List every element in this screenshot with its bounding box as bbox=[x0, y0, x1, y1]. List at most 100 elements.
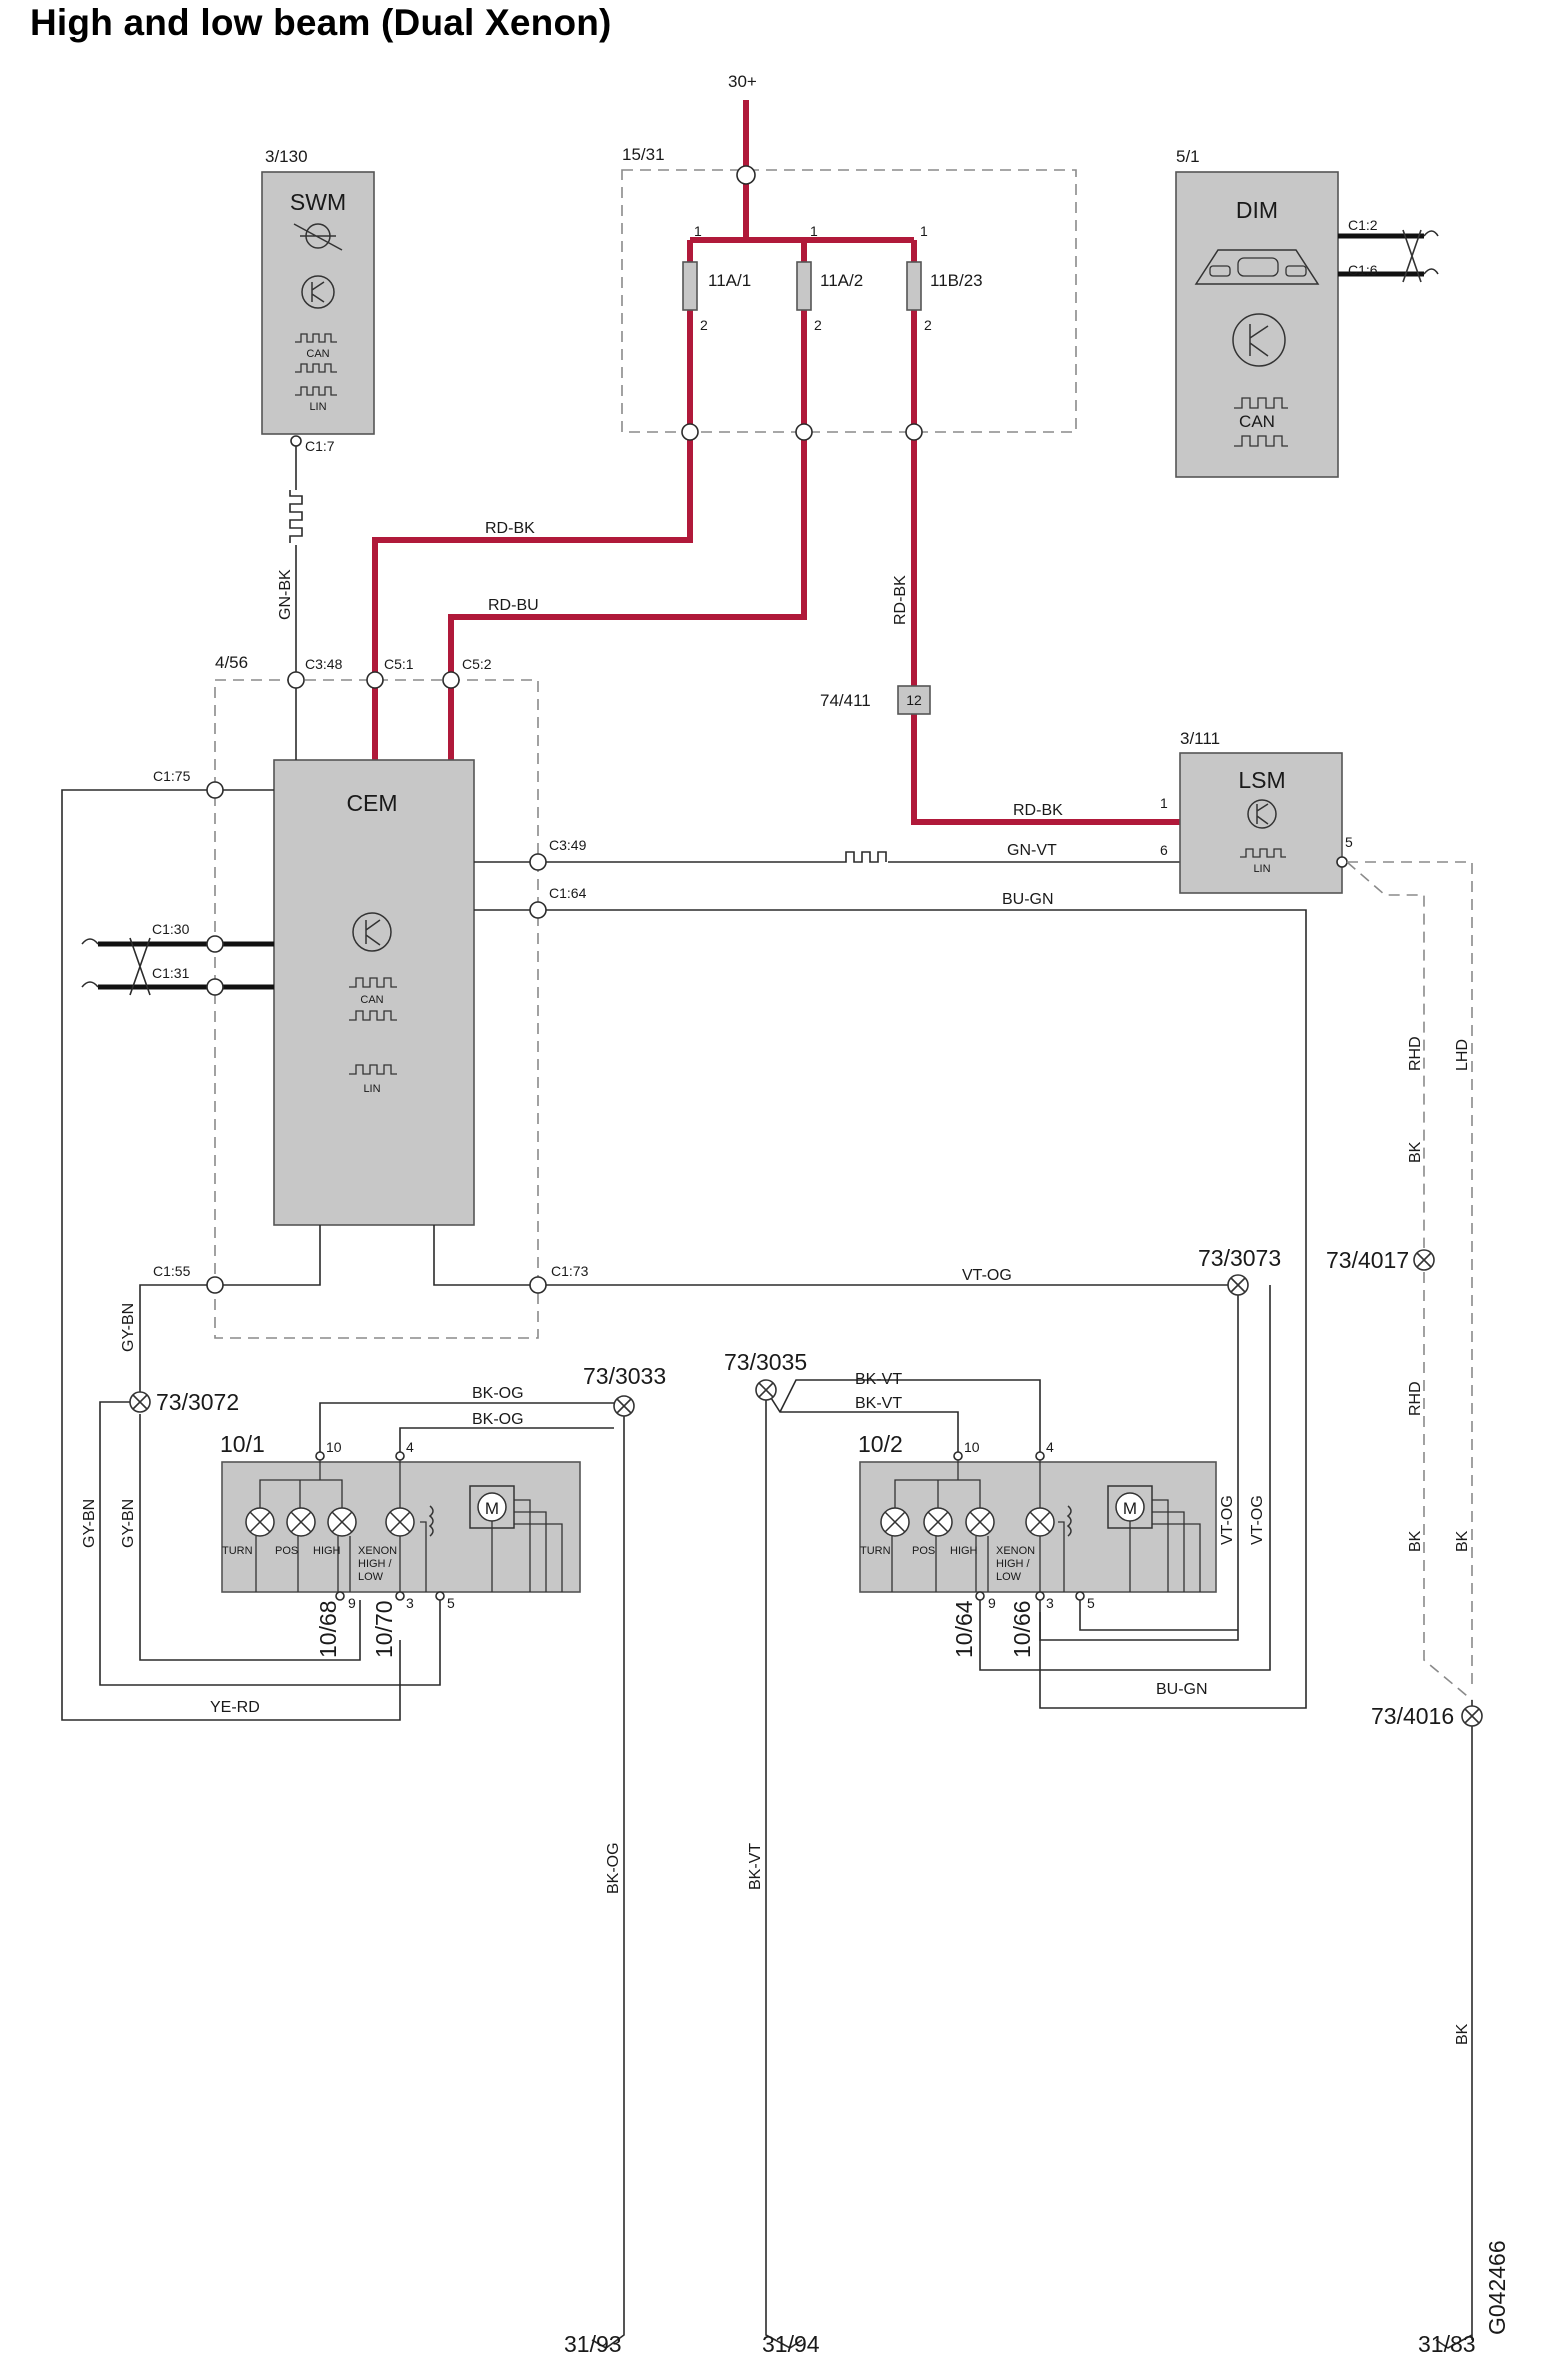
fusebox-outline bbox=[621, 169, 1077, 433]
wire-label-rd-bu: RD-BU bbox=[488, 597, 539, 614]
svg-text:1: 1 bbox=[920, 223, 928, 239]
cem-pin-c3-48 bbox=[287, 671, 305, 689]
bulb-icon bbox=[245, 1507, 275, 1537]
wire-label-gy-bn: GY-BN bbox=[120, 1303, 137, 1352]
left-headlamp-unit: M TURN POS HIGH XENON HIGH / LOW bbox=[221, 1456, 581, 1593]
svg-text:3: 3 bbox=[406, 1595, 414, 1611]
splice-73-4017 bbox=[1413, 1249, 1435, 1271]
wire-label-vt-og: VT-OG bbox=[1219, 1495, 1236, 1545]
splice-73-4016 bbox=[1461, 1705, 1483, 1727]
svg-text:10: 10 bbox=[964, 1439, 980, 1455]
cem-outline bbox=[214, 679, 539, 1339]
coil-icon bbox=[1066, 1505, 1072, 1537]
svg-text:LIN: LIN bbox=[309, 401, 326, 413]
wire-label-ye-rd: YE-RD bbox=[210, 1699, 260, 1716]
svg-text:LOW: LOW bbox=[996, 1571, 1022, 1583]
bulb-icon bbox=[286, 1507, 316, 1537]
lsm-pin-6: 6 bbox=[1160, 842, 1168, 858]
svg-text:73/3035: 73/3035 bbox=[724, 1349, 807, 1375]
svg-text:DIM: DIM bbox=[1236, 197, 1278, 223]
right-headlamp-unit: M TURN POS HIGH XENON HIGH / LOW bbox=[859, 1456, 1217, 1593]
svg-text:C1:6: C1:6 bbox=[1348, 262, 1378, 278]
svg-text:LIN: LIN bbox=[1253, 863, 1270, 875]
svg-text:C3:49: C3:49 bbox=[549, 837, 587, 853]
wire-label-gn-vt: GN-VT bbox=[1007, 842, 1057, 859]
svg-text:11A/2: 11A/2 bbox=[820, 271, 863, 290]
cem-pin-c1-31 bbox=[206, 978, 224, 996]
cem-ref: 4/56 bbox=[215, 653, 248, 672]
svg-text:11A/1: 11A/1 bbox=[708, 271, 751, 290]
svg-text:C1:75: C1:75 bbox=[153, 768, 191, 784]
wire-label-bk: BK bbox=[1407, 1141, 1424, 1163]
lin-signal-icon bbox=[349, 1064, 397, 1075]
cem-pin-c1-64 bbox=[529, 901, 547, 919]
lsm-pin-5: 5 bbox=[1345, 834, 1353, 850]
svg-text:C1:30: C1:30 bbox=[152, 921, 190, 937]
wire-label-rhd: RHD bbox=[1407, 1381, 1424, 1416]
svg-text:C1:31: C1:31 bbox=[152, 965, 190, 981]
wire-label-gn-bk: GN-BK bbox=[277, 569, 294, 620]
svg-text:9: 9 bbox=[988, 1595, 996, 1611]
wire-label-bk-vt-vertical: BK-VT bbox=[747, 1843, 764, 1890]
svg-text:HIGH: HIGH bbox=[950, 1545, 978, 1557]
wire-label-bu-gn: BU-GN bbox=[1002, 891, 1054, 908]
bulb-icon bbox=[923, 1507, 953, 1537]
svg-text:CAN: CAN bbox=[1239, 412, 1275, 431]
transistor-icon bbox=[1232, 313, 1286, 367]
connector-74-411: 12 bbox=[897, 685, 931, 715]
transistor-icon bbox=[352, 912, 392, 952]
ground-31-93: 31/93 bbox=[564, 2331, 622, 2357]
svg-text:POS: POS bbox=[275, 1545, 298, 1557]
supply-node bbox=[736, 165, 756, 185]
bulb-icon bbox=[965, 1507, 995, 1537]
svg-text:C5:1: C5:1 bbox=[384, 656, 414, 672]
ground-31-83: 31/83 bbox=[1418, 2331, 1476, 2357]
wire-label-bk-og: BK-OG bbox=[472, 1411, 524, 1428]
svg-text:9: 9 bbox=[348, 1595, 356, 1611]
svg-text:C1:2: C1:2 bbox=[1348, 217, 1378, 233]
svg-text:TURN: TURN bbox=[860, 1545, 891, 1557]
transistor-icon bbox=[301, 275, 335, 309]
left-lamp-subref: 10/68 bbox=[315, 1600, 341, 1658]
svg-text:C1:64: C1:64 bbox=[549, 885, 587, 901]
svg-text:12: 12 bbox=[906, 692, 922, 708]
dim-can-bus: C1:2 C1:6 bbox=[1338, 217, 1439, 283]
fuse-11a2: 11A/2 1 2 bbox=[796, 223, 863, 333]
swm-pin-node bbox=[290, 435, 302, 447]
wire-label-lhd: LHD bbox=[1454, 1039, 1471, 1071]
lsm-pin-node bbox=[1336, 856, 1348, 868]
wire-label-rhd: RHD bbox=[1407, 1036, 1424, 1071]
svg-text:CAN: CAN bbox=[360, 994, 383, 1006]
right-lamp-ref: 10/2 bbox=[858, 1431, 903, 1457]
svg-text:HIGH /: HIGH / bbox=[358, 1558, 393, 1570]
document-id: G042466 bbox=[1484, 2240, 1510, 2335]
svg-text:CEM: CEM bbox=[346, 790, 397, 816]
wire-label-vt-og: VT-OG bbox=[1249, 1495, 1266, 1545]
svg-text:73/3072: 73/3072 bbox=[156, 1389, 239, 1415]
svg-text:4: 4 bbox=[406, 1439, 414, 1455]
right-lamp-subref: 10/64 bbox=[951, 1600, 977, 1658]
fusebox-terminal bbox=[795, 423, 813, 441]
can-signal-icon bbox=[1234, 397, 1288, 447]
svg-text:73/4017: 73/4017 bbox=[1326, 1247, 1409, 1273]
steering-wheel-icon bbox=[293, 223, 343, 251]
wire-label-bk-vt: BK-VT bbox=[855, 1395, 902, 1412]
lin-signal-icon bbox=[289, 490, 303, 543]
wire-label-vt-og: VT-OG bbox=[962, 1267, 1012, 1284]
svg-text:HIGH /: HIGH / bbox=[996, 1558, 1031, 1570]
wire-label-bk: BK bbox=[1454, 1530, 1471, 1552]
svg-text:M: M bbox=[485, 1499, 499, 1518]
svg-text:LIN: LIN bbox=[363, 1083, 380, 1095]
wire-label-rd-bk-vertical: RD-BK bbox=[892, 575, 909, 625]
bulb-icon bbox=[327, 1507, 357, 1537]
cem-pin-c1-30 bbox=[206, 935, 224, 953]
coil-icon bbox=[428, 1505, 434, 1537]
svg-text:2: 2 bbox=[924, 317, 932, 333]
dim-ref: 5/1 bbox=[1176, 147, 1200, 166]
svg-text:1: 1 bbox=[810, 223, 818, 239]
red-supply-wiring bbox=[372, 100, 1180, 825]
fuse-11b23: 11B/23 1 2 bbox=[906, 223, 983, 333]
wire-label-rd-bk: RD-BK bbox=[485, 520, 535, 537]
svg-text:5: 5 bbox=[447, 1595, 455, 1611]
